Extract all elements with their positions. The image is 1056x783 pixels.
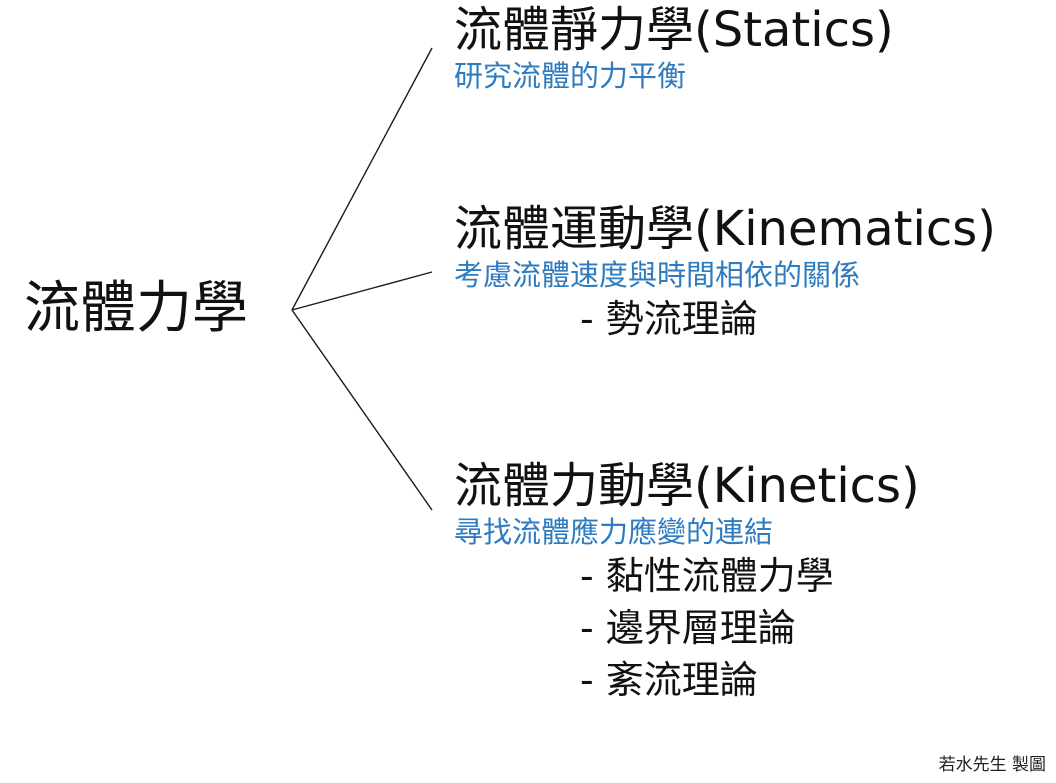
branch-kinetics-description: 尋找流體應力應變的連結 — [454, 515, 774, 549]
branch-kinematics: 流體運動學(Kinematics) 考慮流體速度與時間相依的關係 - 勢流理論 — [454, 201, 996, 345]
branch-kinetics: 流體力動學(Kinetics) 尋找流體應力應變的連結 - 黏性流體力學 - 邊… — [454, 458, 920, 706]
root-node-fluid-mechanics: 流體力學 — [24, 276, 248, 341]
branch-statics: 流體靜力學(Statics) 研究流體的力平衡 — [454, 2, 894, 94]
connector-kinetics — [291, 309, 433, 511]
branch-statics-title: 流體靜力學(Statics) — [454, 2, 894, 58]
subtopic-potential-flow: - 勢流理論 — [580, 297, 758, 341]
subtopic-viscous-fluid-mechanics: - 黏性流體力學 — [580, 554, 834, 598]
subtopic-boundary-layer-theory: - 邊界層理論 — [580, 606, 796, 650]
connector-kinematics — [291, 271, 433, 311]
connector-statics — [291, 47, 433, 311]
subtopic-turbulence-theory: - 紊流理論 — [580, 658, 758, 702]
branch-kinetics-subtopics: - 黏性流體力學 - 邊界層理論 - 紊流理論 — [454, 550, 920, 706]
branch-kinematics-description: 考慮流體速度與時間相依的關係 — [454, 258, 861, 292]
branch-statics-description: 研究流體的力平衡 — [454, 59, 687, 93]
credit-text: 若水先生 製圖 — [938, 755, 1046, 775]
branch-kinetics-title: 流體力動學(Kinetics) — [454, 458, 920, 514]
branch-kinematics-subtopics: - 勢流理論 — [454, 293, 996, 345]
branch-kinematics-title: 流體運動學(Kinematics) — [454, 201, 996, 257]
